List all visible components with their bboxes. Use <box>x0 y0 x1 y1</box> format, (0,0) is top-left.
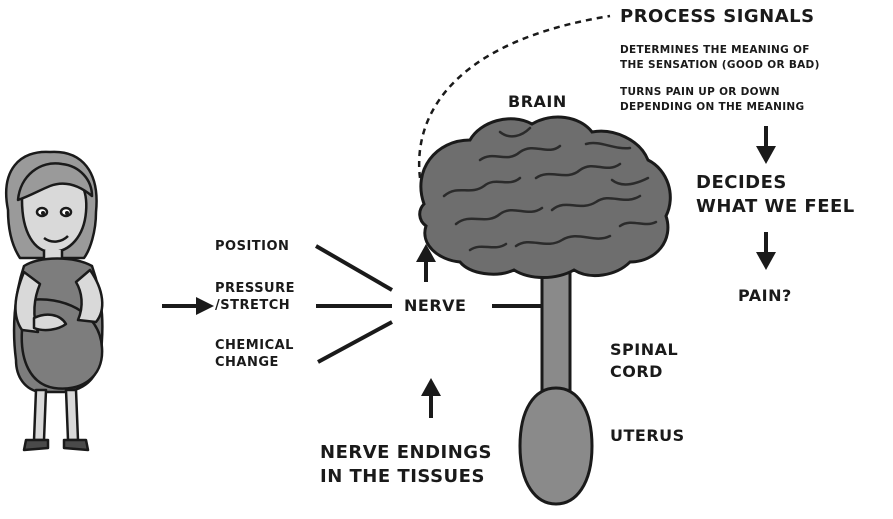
label-brain: BRAIN <box>508 92 567 112</box>
label-pressure-line1: PRESSURE <box>215 280 295 297</box>
label-determines-line2: THE SENSATION (GOOD OR BAD) <box>620 59 820 72</box>
brain-illustration <box>420 117 671 277</box>
label-position: POSITION <box>215 238 289 255</box>
stimulus-lines <box>316 246 392 362</box>
label-chemical-line1: CHEMICAL <box>215 337 294 354</box>
pregnant-woman-illustration <box>6 152 102 450</box>
down-arrow-1 <box>756 126 776 164</box>
label-decides-line1: DECIDES <box>696 172 787 194</box>
label-decides-line2: WHAT WE FEEL <box>696 196 855 218</box>
down-arrow-2 <box>756 232 776 270</box>
label-pain: PAIN? <box>738 286 792 306</box>
label-turns-line1: TURNS PAIN UP OR DOWN <box>620 86 780 99</box>
label-determines-line1: DETERMINES THE MEANING OF <box>620 44 810 57</box>
input-arrowhead <box>196 297 214 315</box>
label-chemical-line2: CHANGE <box>215 354 279 371</box>
label-uterus: UTERUS <box>610 426 685 446</box>
label-turns-line2: DEPENDING ON THE MEANING <box>620 101 804 114</box>
label-nerve-endings-line1: NERVE ENDINGS <box>320 442 492 464</box>
label-nerve: NERVE <box>404 296 466 316</box>
label-nerve-endings-line2: IN THE TISSUES <box>320 466 485 488</box>
label-spinal-line1: SPINAL <box>610 340 678 360</box>
label-process-signals: PROCESS SIGNALS <box>620 6 815 28</box>
uterus-shape <box>520 388 592 504</box>
label-pressure-line2: /STRETCH <box>215 297 290 314</box>
label-spinal-line2: CORD <box>610 362 663 382</box>
endings-up-arrow <box>421 378 441 418</box>
